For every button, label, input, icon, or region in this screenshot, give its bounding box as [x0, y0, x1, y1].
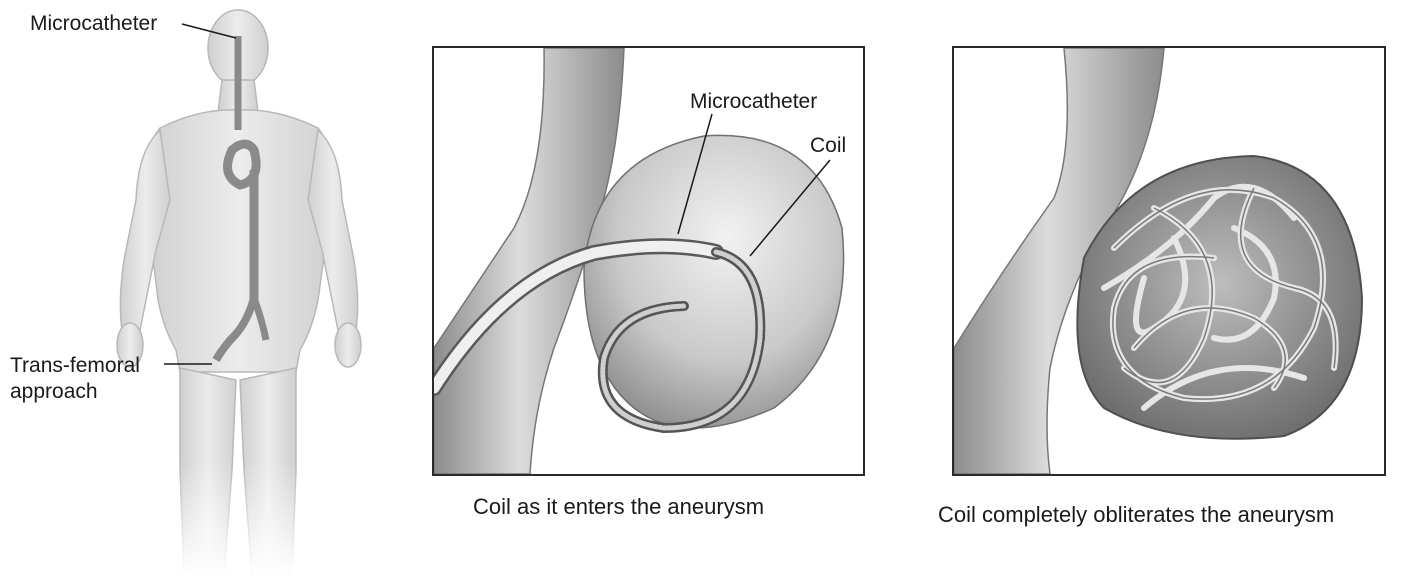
body-figure: Microcatheter Trans-femoral approach	[0, 0, 400, 576]
body-illustration	[0, 0, 400, 576]
caption-coil-filled: Coil completely obliterates the aneurysm	[938, 502, 1334, 528]
aneurysm-sac	[584, 135, 844, 428]
body-fade	[0, 0, 400, 576]
coil-label: Coil	[810, 134, 846, 158]
microcatheter-label: Microcatheter	[690, 90, 817, 114]
approach-label-line2: approach	[10, 380, 98, 404]
microcatheter-label: Microcatheter	[30, 12, 157, 36]
panel-coil-filled	[952, 46, 1386, 476]
panel-coil-entering: Microcatheter Coil	[432, 46, 865, 476]
approach-label-line1: Trans-femoral	[10, 354, 140, 378]
caption-coil-entering: Coil as it enters the aneurysm	[473, 494, 764, 520]
coil-filled-illustration	[954, 48, 1384, 474]
